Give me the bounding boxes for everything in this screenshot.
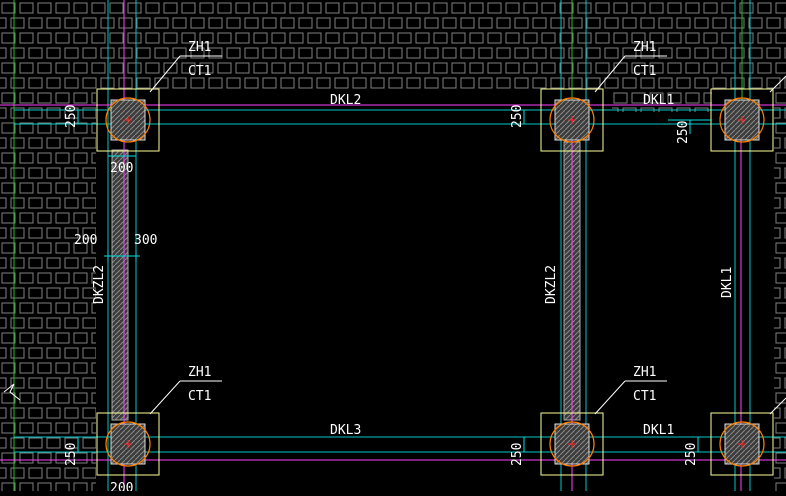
pile-cap-top-left[interactable]	[96, 88, 160, 152]
svg-text:250: 250	[676, 121, 691, 144]
beam-label-bottom: DKL3	[330, 423, 361, 438]
beam-label-mid-vertical: DKZL2	[544, 265, 559, 304]
dimension-250-top-left: 250	[64, 105, 79, 128]
svg-text:250: 250	[64, 105, 79, 128]
svg-text:250: 250	[510, 443, 525, 466]
svg-text:250: 250	[510, 105, 525, 128]
svg-text:300: 300	[134, 233, 157, 248]
hatch-region-top	[0, 0, 786, 92]
dimension-250-top-mid: 250	[510, 105, 525, 128]
hatch-region-right-edge	[774, 92, 786, 491]
dimension-200-top: 200	[108, 155, 136, 176]
svg-text:200: 200	[110, 161, 133, 176]
beam-mid-vertical[interactable]	[560, 0, 587, 491]
beam-right-vertical[interactable]	[734, 0, 751, 491]
cap-leader-top-right	[769, 75, 786, 93]
svg-text:200: 200	[74, 233, 97, 248]
svg-text:CT1: CT1	[188, 389, 211, 404]
dimension-250-bottom-right: 250	[684, 437, 699, 466]
pile-cap-bottom-left[interactable]	[96, 412, 160, 476]
pile-cap-bottom-mid[interactable]	[540, 412, 604, 476]
svg-text:ZH1: ZH1	[633, 365, 656, 380]
svg-text:ZH1: ZH1	[188, 365, 211, 380]
beam-label-bottom-right: DKL1	[643, 423, 674, 438]
svg-text:250: 250	[684, 443, 699, 466]
beam-left-vertical[interactable]	[107, 0, 137, 491]
dimension-250-bottom-left: 250	[64, 437, 79, 466]
svg-text:CT1: CT1	[633, 64, 656, 79]
pile-cap-bottom-right[interactable]	[710, 412, 774, 476]
pile-cap-top-right[interactable]	[710, 88, 774, 152]
dimension-200-300-middle: 200 300	[74, 233, 157, 262]
svg-text:CT1: CT1	[633, 389, 656, 404]
dimension-250-top-right: 250	[668, 119, 712, 144]
svg-text:ZH1: ZH1	[188, 40, 211, 55]
beam-label-top-right: DKL1	[643, 93, 674, 108]
beam-label-left-vertical: DKZL2	[92, 265, 107, 304]
hatch-region-right-top	[612, 92, 712, 112]
dimension-200-bottom: 200	[110, 481, 133, 496]
cap-leader-bottom-right	[769, 397, 786, 415]
beam-label-top: DKL2	[330, 93, 361, 108]
tie-beam-left-hatch	[111, 149, 129, 421]
svg-text:ZH1: ZH1	[633, 40, 656, 55]
hatch-region-left	[0, 92, 96, 491]
axis-marker-icon	[3, 383, 21, 401]
dimension-250-bottom-mid: 250	[510, 437, 525, 466]
pile-cap-top-mid[interactable]	[540, 88, 604, 152]
svg-text:200: 200	[110, 481, 133, 491]
svg-text:250: 250	[64, 443, 79, 466]
svg-text:CT1: CT1	[188, 64, 211, 79]
beam-label-right-vertical: DKL1	[720, 267, 735, 298]
